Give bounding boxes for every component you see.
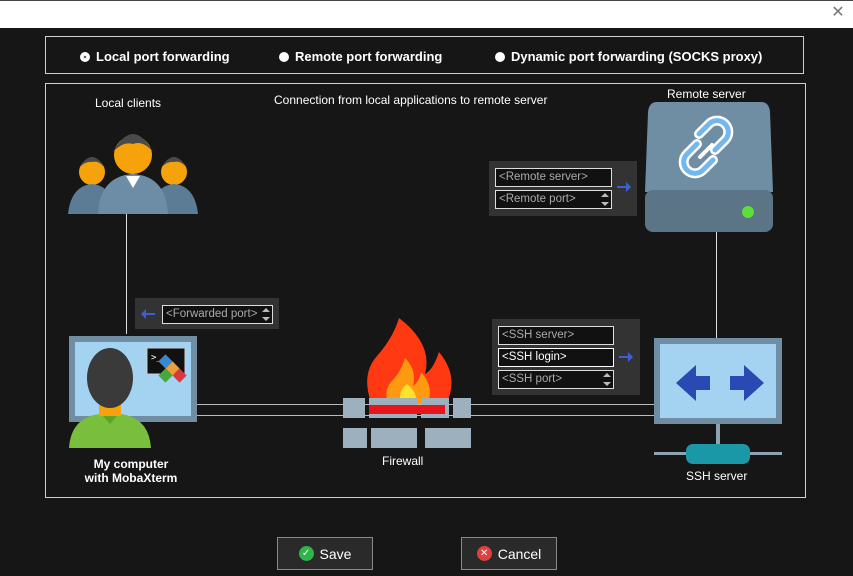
svg-text:>_: >_ bbox=[151, 353, 162, 363]
my-computer-label-line2: with MobaXterm bbox=[84, 471, 178, 485]
radio-dynamic-port-forwarding[interactable]: Dynamic port forwarding (SOCKS proxy) bbox=[495, 49, 762, 64]
forwarding-mode-group: Local port forwarding Remote port forwar… bbox=[45, 36, 804, 74]
ssh-connection-panel: <SSH server> <SSH login> <SSH port> bbox=[492, 319, 640, 395]
remote-server-label: Remote server bbox=[667, 87, 746, 101]
firewall-label: Firewall bbox=[382, 454, 424, 468]
forwarded-port-value: <Forwarded port> bbox=[166, 308, 258, 320]
arrow-left-icon bbox=[141, 309, 155, 319]
title-bar: ✕ bbox=[0, 0, 853, 28]
save-button[interactable]: ✓ Save bbox=[277, 537, 373, 570]
clients-to-computer-line bbox=[126, 214, 127, 334]
remote-to-ssh-line bbox=[716, 232, 717, 338]
arrow-right-icon bbox=[617, 182, 631, 192]
diagram-caption: Connection from local applications to re… bbox=[274, 93, 548, 107]
ssh-server-input[interactable]: <SSH server> bbox=[498, 326, 614, 345]
forwarded-port-panel: <Forwarded port> bbox=[135, 298, 279, 329]
spinner-icon[interactable] bbox=[600, 192, 609, 207]
my-computer-label-line1: My computer bbox=[93, 457, 169, 471]
remote-port-input[interactable]: <Remote port> bbox=[495, 190, 612, 209]
radio-unselected-icon bbox=[279, 51, 289, 62]
remote-server-icon bbox=[645, 102, 773, 232]
checkmark-icon: ✓ bbox=[298, 546, 314, 561]
diagram-frame bbox=[45, 83, 806, 498]
my-computer-label: My computer with MobaXterm bbox=[72, 457, 190, 485]
radio-remote-port-forwarding[interactable]: Remote port forwarding bbox=[279, 49, 442, 64]
radio-label: Remote port forwarding bbox=[295, 49, 443, 64]
save-button-label: Save bbox=[319, 545, 352, 562]
remote-target-panel: <Remote server> <Remote port> bbox=[489, 161, 637, 216]
firewall-icon bbox=[343, 318, 471, 448]
ssh-login-input[interactable]: <SSH login> bbox=[498, 348, 614, 367]
spinner-icon[interactable] bbox=[261, 307, 270, 322]
ssh-server-icon bbox=[654, 338, 782, 464]
ssh-server-label: SSH server bbox=[686, 469, 748, 483]
radio-label: Local port forwarding bbox=[96, 49, 230, 64]
radio-selected-icon bbox=[80, 51, 90, 62]
cancel-button-label: Cancel bbox=[497, 545, 542, 562]
ssh-port-value: <SSH port> bbox=[502, 373, 563, 385]
radio-label: Dynamic port forwarding (SOCKS proxy) bbox=[511, 49, 763, 64]
remote-port-value: <Remote port> bbox=[499, 193, 576, 205]
radio-unselected-icon bbox=[495, 51, 505, 62]
radio-local-port-forwarding[interactable]: Local port forwarding bbox=[80, 49, 230, 64]
cancel-button[interactable]: ✕ Cancel bbox=[461, 537, 557, 570]
close-icon[interactable]: ✕ bbox=[831, 4, 845, 21]
arrow-right-icon bbox=[619, 352, 633, 362]
local-clients-label: Local clients bbox=[95, 96, 162, 110]
remote-server-input[interactable]: <Remote server> bbox=[495, 168, 612, 187]
ssh-port-input[interactable]: <SSH port> bbox=[498, 370, 614, 389]
cancel-x-icon: ✕ bbox=[476, 546, 492, 561]
forwarded-port-input[interactable]: <Forwarded port> bbox=[162, 305, 273, 324]
my-computer-icon: >_ bbox=[69, 336, 197, 448]
local-clients-icon bbox=[68, 134, 198, 214]
spinner-icon[interactable] bbox=[602, 372, 611, 387]
